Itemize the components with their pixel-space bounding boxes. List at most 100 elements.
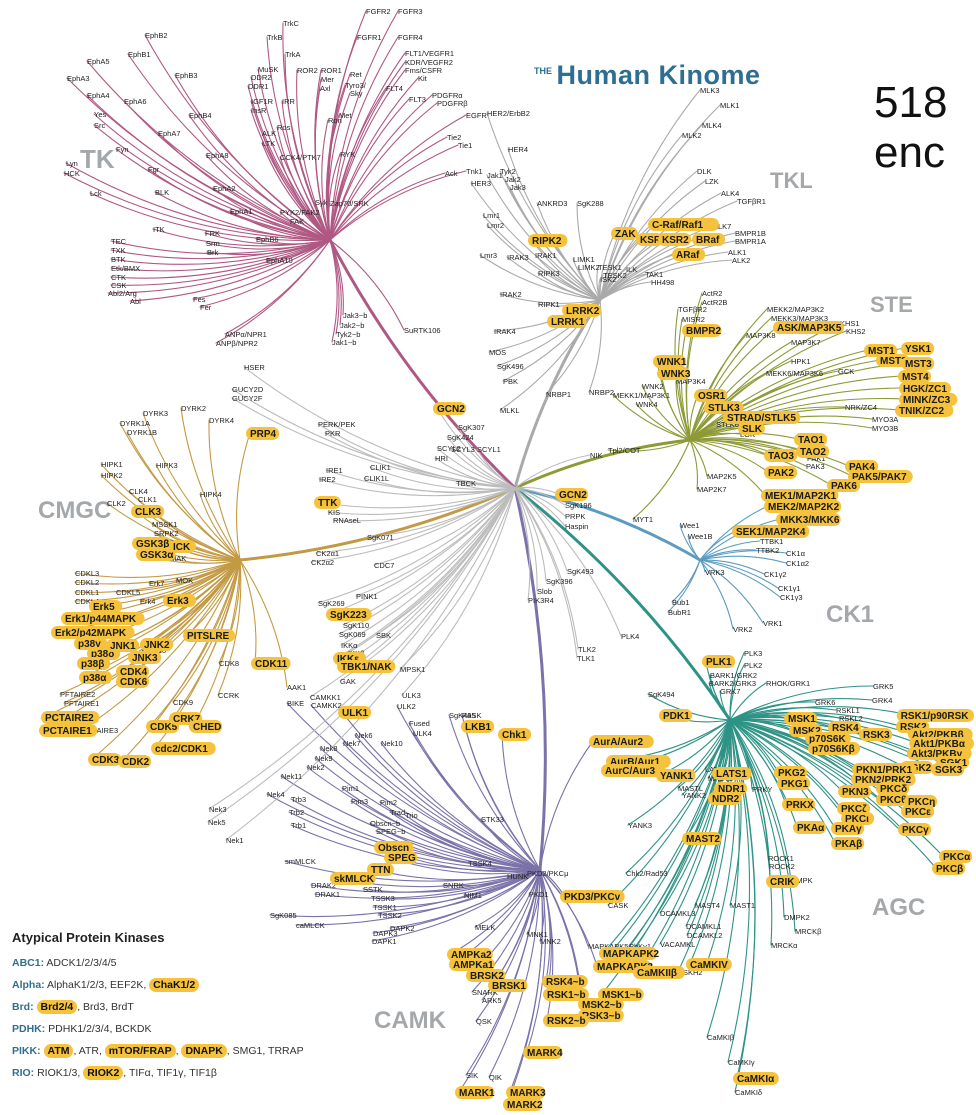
kinase-label: ActR2 (702, 289, 722, 298)
legend-row-key: PIKK: (12, 1045, 41, 1057)
trunk-camk (513, 486, 547, 872)
kinase-label: RNAseL (333, 516, 361, 525)
kinase-label: Pim1 (342, 784, 359, 793)
branch-hl-65 (149, 559, 241, 727)
kinase-label: IRAK1 (535, 251, 557, 260)
highlighted-kinase-label: CDK6 (120, 677, 148, 688)
kinase-label: TTBK2 (756, 546, 779, 555)
branch-164 (324, 432, 516, 489)
highlight-pill (733, 1072, 779, 1085)
kinase-label: GAK (340, 677, 356, 686)
kinase-label: Nek10 (381, 739, 403, 748)
highlight-pill (909, 737, 974, 750)
kinase-label: CCRK (218, 691, 239, 700)
kinase-label: GRK6 (815, 698, 835, 707)
kinase-label: Nek3 (209, 805, 227, 814)
branch-hl-69 (91, 559, 241, 760)
highlighted-kinase-label: NDR1 (718, 784, 746, 795)
branch-hl-78 (729, 706, 911, 721)
legend-kinase-text: AlphaK1/2/3, EEF2K, (44, 979, 150, 991)
highlight-pill (503, 1098, 543, 1111)
highlighted-kinase-label: RIPK2 (532, 236, 562, 247)
highlighted-kinase-label: CDK11 (255, 659, 288, 670)
highlight-pill (831, 822, 865, 835)
kinase-label: EphA2 (213, 184, 236, 193)
highlighted-kinase: PKG1 (777, 777, 811, 790)
branch-260 (362, 869, 541, 893)
kinase-label: FGFR3 (398, 7, 423, 16)
kinase-label: Lmr2 (487, 221, 504, 230)
highlighted-kinase: WNK1 (653, 355, 687, 368)
branch-hl-15 (689, 375, 903, 441)
highlighted-kinase-label: Obscn (378, 843, 409, 854)
branch-306 (729, 719, 792, 881)
highlighted-kinase-label: CaMKIV (690, 960, 728, 971)
highlighted-kinase-label: MKK3/MKK6 (780, 515, 840, 526)
highlighted-kinase: LRRK2 (562, 304, 602, 317)
branch-176 (180, 407, 241, 561)
highlighted-kinase: ASK/MAP3K5 (773, 321, 844, 334)
highlighted-kinase-label: SLK (742, 424, 763, 435)
kinase-label: SRPK2 (154, 529, 179, 538)
highlight-pill (827, 479, 861, 492)
highlighted-kinase-label: p38α (83, 673, 107, 684)
branch-47 (205, 154, 331, 241)
branch-hl-9 (680, 329, 691, 441)
highlight-pill (694, 389, 728, 402)
branch-204 (148, 559, 241, 584)
kinase-label: CaMKIδ (735, 1088, 762, 1097)
branch-181 (100, 463, 241, 561)
branch-45 (261, 142, 331, 241)
kinase-label: PAK1 (807, 454, 826, 463)
highlighted-kinase: PKN3 (838, 785, 872, 798)
highlight-pill (764, 449, 798, 462)
kinase-label: DYRK1B (127, 428, 157, 437)
trunk-ck1 (513, 486, 702, 562)
kinase-label: InsR (251, 106, 267, 115)
highlighted-kinase-label: MAST2 (686, 834, 720, 845)
highlight-pill (784, 712, 818, 725)
highlighted-kinase-label: JNK1 (110, 641, 136, 652)
highlight-pill (132, 537, 172, 550)
highlighted-kinase-label: Erk2/p42MAPK (55, 628, 127, 639)
branch-hl-86 (729, 714, 913, 735)
kinase-label: MAP3K7 (791, 338, 821, 347)
kinase-label: ILK (626, 265, 637, 274)
branch-320 (687, 535, 701, 561)
kinase-label: SgK494 (648, 690, 675, 699)
highlighted-kinase-label: RSK4 (832, 723, 859, 734)
kinase-label: CLK1 (138, 495, 157, 504)
highlighted-kinase-label: JNK3 (132, 653, 158, 664)
kinase-label: BARK1/GRK2 (710, 671, 757, 680)
kinase-label: EphA4 (87, 91, 110, 100)
kinase-label: QIK (489, 1073, 502, 1082)
kinase-label: Pim2 (380, 798, 397, 807)
highlight-pill (89, 600, 123, 613)
group-label-camk: CAMK (374, 1007, 447, 1034)
kinase-label: EphA7 (158, 129, 181, 138)
kinase-label: FLT3 (409, 95, 426, 104)
highlighted-kinase-label: PDK1 (663, 711, 690, 722)
kinase-label: HER2/ErbB2 (487, 109, 530, 118)
highlighted-kinase: MARK2 (503, 1098, 543, 1111)
kinase-label: IRE2 (319, 475, 336, 484)
kinase-label: SCYL2 (437, 444, 461, 453)
branch-245 (207, 487, 516, 823)
branch-217 (239, 559, 288, 688)
highlight-pill (658, 233, 692, 246)
kinase-label: Nek8 (320, 744, 338, 753)
highlighted-kinase: AurA/Aur2 (589, 735, 654, 748)
kinase-label: Jak3~b (343, 311, 367, 320)
branch-167 (436, 447, 516, 489)
side-text-line-1: 518 (874, 78, 948, 127)
highlighted-kinase: PKCθ (876, 793, 910, 806)
branch-68 (314, 201, 331, 241)
branch-hl-60 (336, 487, 516, 659)
highlighted-kinase: HGK/ZC1 (899, 382, 952, 395)
highlighted-kinase-label: PKCδ (880, 784, 907, 795)
kinase-label: SgK496 (497, 362, 524, 371)
kinase-label: Trb2 (289, 808, 304, 817)
branch-hl-126 (539, 869, 598, 967)
highlight-pill (761, 489, 839, 502)
kinase-label: BIKE (287, 699, 304, 708)
